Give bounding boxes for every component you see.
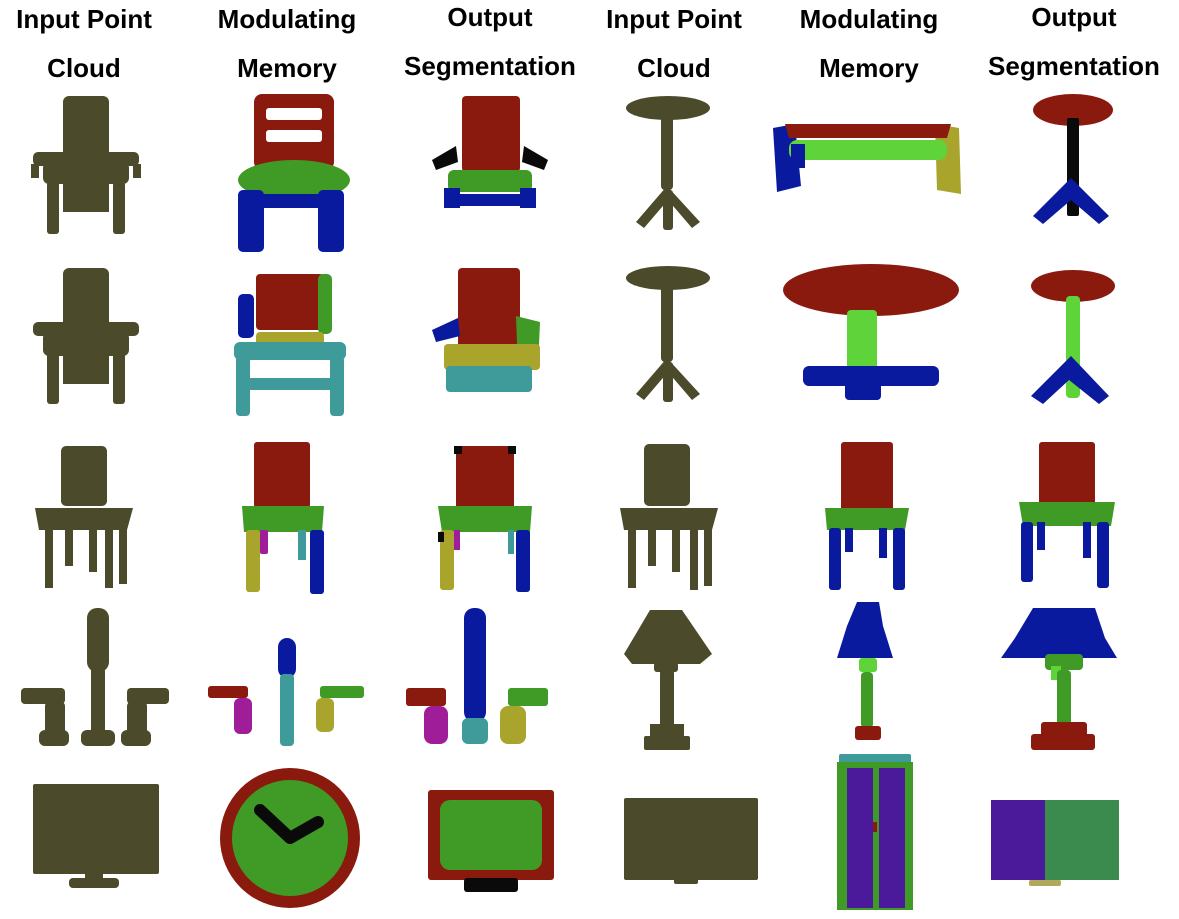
r4-input-lamp <box>570 602 766 766</box>
r5-input-monitor-2 <box>570 752 766 916</box>
r2-output-chair <box>392 260 588 424</box>
r3-memory-chair-2 <box>771 434 967 598</box>
header-col-2-line2: Memory <box>237 53 337 83</box>
r3-input-chair <box>0 434 183 598</box>
header-col-5-line1: Modulating <box>799 4 939 34</box>
r1-memory-chair <box>194 90 390 254</box>
header-col-2-line1: Modulating <box>217 4 357 34</box>
r2-input-armchair <box>0 260 183 424</box>
r5-output-monitor <box>392 752 588 916</box>
header-col-6-line1: Output <box>1031 2 1117 32</box>
r5-output-monitor-2 <box>971 752 1167 916</box>
r1-memory-table <box>771 90 967 254</box>
r2-memory-table <box>771 260 967 424</box>
header-col-1-line2: Cloud <box>47 53 121 83</box>
r3-input-chair-2 <box>570 434 766 598</box>
r4-input-faucet <box>0 602 183 766</box>
r2-input-stool <box>570 260 766 424</box>
r1-output-stool <box>971 90 1167 254</box>
r2-output-stool <box>971 260 1167 424</box>
header-col-4-line1: Input Point <box>606 4 742 34</box>
r1-input-stool <box>570 90 766 254</box>
header-col-5-line2: Memory <box>819 53 919 83</box>
r3-output-chair-2 <box>971 434 1167 598</box>
r4-output-lamp <box>971 602 1167 766</box>
header-col-1-line1: Input Point <box>16 4 152 34</box>
r5-input-monitor <box>0 752 183 916</box>
header-col-3-line1: Output <box>447 2 533 32</box>
r4-memory-lamp <box>771 602 967 766</box>
r2-memory-chair <box>194 260 390 424</box>
r5-memory-clock <box>194 752 390 916</box>
header-col-4-line2: Cloud <box>637 53 711 83</box>
r1-output-chair <box>392 90 588 254</box>
r5-memory-cabinet <box>771 752 967 916</box>
r3-output-chair <box>392 434 588 598</box>
header-col-6-line2: Segmentation <box>988 51 1160 81</box>
r1-input-armchair <box>0 90 183 254</box>
header-col-3-line2: Segmentation <box>404 51 576 81</box>
r3-memory-chair <box>194 434 390 598</box>
r4-output-faucet <box>392 602 588 766</box>
r4-memory-faucet <box>194 602 390 766</box>
